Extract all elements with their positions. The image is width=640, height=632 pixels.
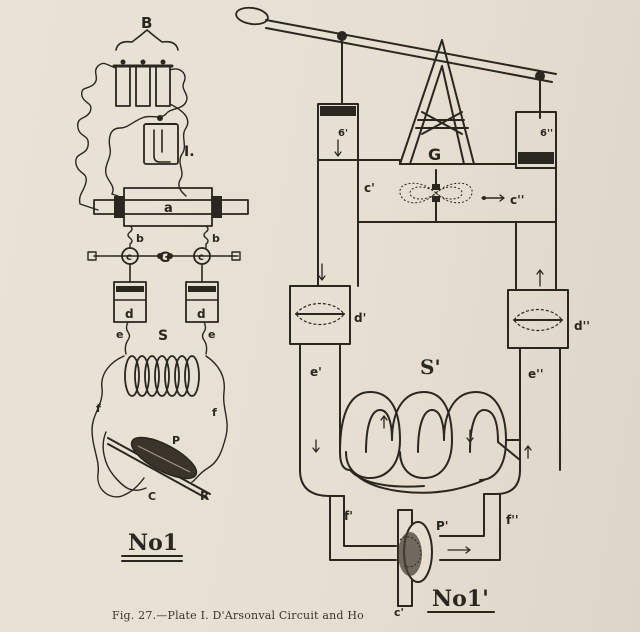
wire-f-left (91, 355, 145, 498)
figure-no1: B I. a (75, 14, 249, 562)
battery-wire-mid (104, 68, 188, 197)
label-f-prime: f' (344, 509, 353, 523)
flow-arrows (312, 139, 544, 554)
condenser-d-double-prime (507, 289, 569, 349)
label-gap-g: G (159, 250, 171, 266)
label-e-prime: e' (310, 365, 322, 379)
label-c-prime: c' (364, 181, 375, 195)
label-battery-b: B (141, 14, 152, 32)
figure-caption: Fig. 27.—Plate I. D'Arsonval Circuit and… (112, 609, 364, 622)
wire-f-bottom (102, 431, 147, 492)
label-e-left: e (116, 328, 123, 341)
label-e-right: e (208, 328, 215, 341)
wire-e-right (201, 321, 208, 355)
spark-gap-g (87, 247, 241, 265)
label-c-prime-bottom: c' (394, 606, 404, 619)
label-e-double-prime: e'' (528, 367, 544, 381)
label-6-double-prime: 6'' (540, 128, 553, 139)
pump-lever (235, 6, 557, 83)
wire-f-right (191, 355, 228, 483)
label-chamber-g: G (428, 145, 441, 164)
solenoid-s (124, 355, 200, 397)
right-cylinder (515, 111, 557, 169)
battery-brace (115, 29, 179, 51)
label-f-right: f (212, 406, 217, 419)
condenser-d-prime (289, 285, 351, 345)
battery-wire-left (75, 62, 117, 211)
left-cylinder (317, 103, 359, 161)
solenoid-s-prime (339, 391, 521, 494)
label-p-prime: P' (436, 519, 448, 533)
label-f-double-prime: f'' (506, 513, 519, 527)
a-frame-support (399, 39, 475, 165)
label-r: R (200, 489, 209, 503)
spring-wire-left (127, 225, 133, 249)
label-b-right: b (212, 232, 220, 245)
label-f-left: f (96, 402, 101, 415)
label-p: P (172, 434, 180, 447)
label-solenoid-s: S (158, 328, 168, 344)
bottom-leads (329, 493, 501, 561)
label-solenoid-s-prime: S' (420, 355, 441, 379)
label-6-prime: 6' (338, 128, 348, 139)
label-interrupter-i: I. (184, 144, 195, 160)
battery-cells (112, 59, 174, 107)
figure2-title: No1' (432, 586, 489, 612)
label-b-left: b (136, 232, 144, 245)
spring-wire-right (203, 225, 209, 249)
leyden-jars (113, 263, 219, 323)
label-d-left: d (125, 307, 134, 321)
figure1-title: No1 (128, 530, 178, 556)
wire-e-left (124, 321, 131, 355)
label-d-double-prime: d'' (574, 319, 590, 333)
chamber-spark-gap (399, 169, 473, 223)
label-c-right: c (198, 252, 204, 263)
figure-no1-prime: 6' 6'' G c' c'' (235, 6, 590, 619)
tube-circuit (317, 159, 557, 291)
label-c-left: c (126, 252, 132, 263)
battery-wire-right (169, 103, 189, 197)
electrode-p (107, 436, 211, 499)
interrupter-i (143, 115, 179, 165)
label-d-prime: d' (354, 311, 366, 325)
label-c-bottom: C (148, 490, 156, 503)
electrode-p-prime (397, 509, 433, 607)
label-c-double-prime: c'' (510, 193, 524, 207)
induction-coil-a (93, 187, 249, 227)
label-d-right: d (197, 307, 206, 321)
label-coil-a: a (164, 201, 173, 216)
